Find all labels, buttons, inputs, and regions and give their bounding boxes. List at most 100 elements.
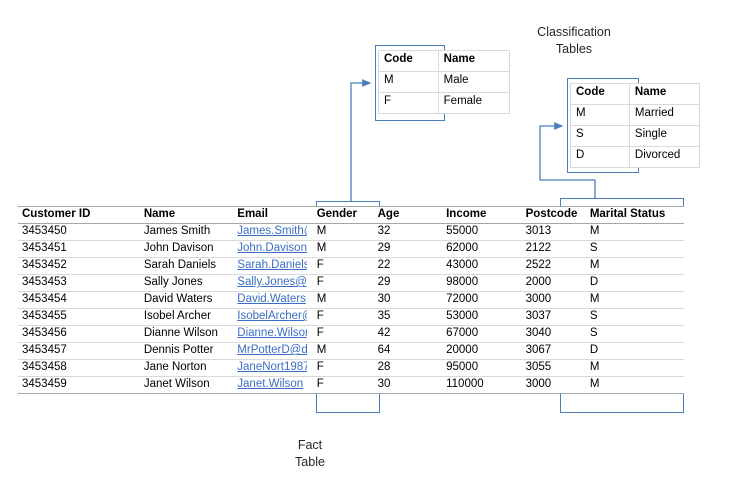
cell-name: Single bbox=[628, 125, 701, 147]
connector-gender bbox=[350, 79, 372, 201]
cell-customer-id: 3453454 bbox=[18, 291, 140, 309]
cell-name: Sally Jones bbox=[139, 274, 234, 292]
cell-income: 43000 bbox=[442, 257, 522, 275]
cell-age: 28 bbox=[373, 359, 443, 377]
cell-marital-status: M bbox=[585, 291, 684, 309]
cell-income: 53000 bbox=[442, 308, 522, 326]
cell-gender: F bbox=[312, 359, 374, 377]
email-link[interactable]: Sarah.Daniels bbox=[237, 259, 308, 271]
cell-age: 29 bbox=[373, 274, 443, 292]
email-link[interactable]: IsobelArcher@ bbox=[237, 310, 308, 322]
cell-gender: F bbox=[312, 274, 374, 292]
cell-age: 30 bbox=[373, 291, 443, 309]
cell-email: Sally.Jones@g bbox=[233, 274, 313, 292]
cell-customer-id: 3453455 bbox=[18, 308, 140, 326]
cell-gender: F bbox=[312, 257, 374, 275]
email-link[interactable]: Sally.Jones@g bbox=[237, 276, 308, 288]
email-link[interactable]: John.Davison bbox=[237, 242, 307, 254]
email-link[interactable]: Dianne.Wilson bbox=[237, 327, 308, 339]
table-row: S Single bbox=[570, 125, 701, 147]
cell-name: Divorced bbox=[628, 146, 701, 168]
email-link[interactable]: James.Smith@ bbox=[237, 225, 307, 237]
column-header-age: Age bbox=[373, 206, 443, 224]
column-header-code: Code bbox=[378, 50, 439, 72]
cell-gender: M bbox=[312, 291, 374, 309]
cell-postcode: 3040 bbox=[521, 325, 586, 343]
cell-income: 62000 bbox=[442, 240, 522, 258]
cell-postcode: 2522 bbox=[521, 257, 586, 275]
email-link[interactable]: MrPotterD@d bbox=[237, 344, 308, 356]
column-header-customer-id: Customer ID bbox=[18, 206, 140, 224]
cell-customer-id: 3453453 bbox=[18, 274, 140, 292]
cell-name: Isobel Archer bbox=[139, 308, 234, 326]
cell-marital-status: S bbox=[585, 240, 684, 258]
email-link[interactable]: JaneNort1987 bbox=[237, 361, 308, 373]
cell-income: 67000 bbox=[442, 325, 522, 343]
cell-code: S bbox=[570, 125, 630, 147]
cell-gender: M bbox=[312, 240, 374, 258]
cell-name: Dianne Wilson bbox=[139, 325, 234, 343]
cell-age: 35 bbox=[373, 308, 443, 326]
table-row: M Male bbox=[378, 71, 511, 93]
cell-email: MrPotterD@d bbox=[233, 342, 313, 360]
cell-code: M bbox=[378, 71, 439, 93]
column-header-marital-status: Marital Status bbox=[585, 206, 684, 224]
table-header-row: Code Name bbox=[378, 50, 511, 72]
column-header-income: Income bbox=[442, 206, 522, 224]
cell-gender: F bbox=[312, 325, 374, 343]
cell-customer-id: 3453458 bbox=[18, 359, 140, 377]
cell-email: John.Davison bbox=[233, 240, 313, 258]
cell-postcode: 3037 bbox=[521, 308, 586, 326]
cell-age: 32 bbox=[373, 223, 443, 241]
cell-code: F bbox=[378, 92, 439, 114]
cell-marital-status: D bbox=[585, 342, 684, 360]
cell-customer-id: 3453451 bbox=[18, 240, 140, 258]
cell-name: Male bbox=[437, 71, 511, 93]
cell-name: Sarah Daniels bbox=[139, 257, 234, 275]
cell-postcode: 3000 bbox=[521, 376, 586, 394]
cell-gender: M bbox=[312, 342, 374, 360]
column-header-name: Name bbox=[139, 206, 234, 224]
cell-name: Janet Wilson bbox=[139, 376, 234, 394]
cell-income: 20000 bbox=[442, 342, 522, 360]
cell-customer-id: 3453459 bbox=[18, 376, 140, 394]
email-link[interactable]: David.Waters bbox=[237, 293, 306, 305]
column-header-code: Code bbox=[570, 83, 630, 105]
cell-marital-status: M bbox=[585, 359, 684, 377]
cell-age: 22 bbox=[373, 257, 443, 275]
cell-marital-status: M bbox=[585, 223, 684, 241]
cell-name: Dennis Potter bbox=[139, 342, 234, 360]
cell-marital-status: M bbox=[585, 257, 684, 275]
cell-age: 29 bbox=[373, 240, 443, 258]
cell-name: James Smith bbox=[139, 223, 234, 241]
cell-marital-status: D bbox=[585, 274, 684, 292]
email-link[interactable]: Janet.Wilson bbox=[237, 378, 304, 390]
cell-email: David.Waters bbox=[233, 291, 313, 309]
cell-marital-status: S bbox=[585, 308, 684, 326]
cell-customer-id: 3453456 bbox=[18, 325, 140, 343]
cell-income: 95000 bbox=[442, 359, 522, 377]
cell-name: Female bbox=[437, 92, 511, 114]
cell-name: Married bbox=[628, 104, 701, 126]
caption-fact-table: Fact Table bbox=[295, 438, 325, 469]
column-header-name: Name bbox=[628, 83, 701, 105]
cell-postcode: 3000 bbox=[521, 291, 586, 309]
gender-lookup-table: Code Name M Male F Female bbox=[378, 50, 511, 114]
caption-classification-tables: Classification Tables bbox=[537, 25, 611, 56]
cell-email: James.Smith@ bbox=[233, 223, 313, 241]
cell-income: 55000 bbox=[442, 223, 522, 241]
cell-age: 42 bbox=[373, 325, 443, 343]
cell-name: David Waters bbox=[139, 291, 234, 309]
marital-status-lookup-table: Code Name M Married S Single D Divorced bbox=[570, 83, 701, 168]
cell-postcode: 3013 bbox=[521, 223, 586, 241]
cell-gender: M bbox=[312, 223, 374, 241]
cell-postcode: 2000 bbox=[521, 274, 586, 292]
cell-marital-status: M bbox=[585, 376, 684, 394]
table-row: F Female bbox=[378, 92, 511, 114]
